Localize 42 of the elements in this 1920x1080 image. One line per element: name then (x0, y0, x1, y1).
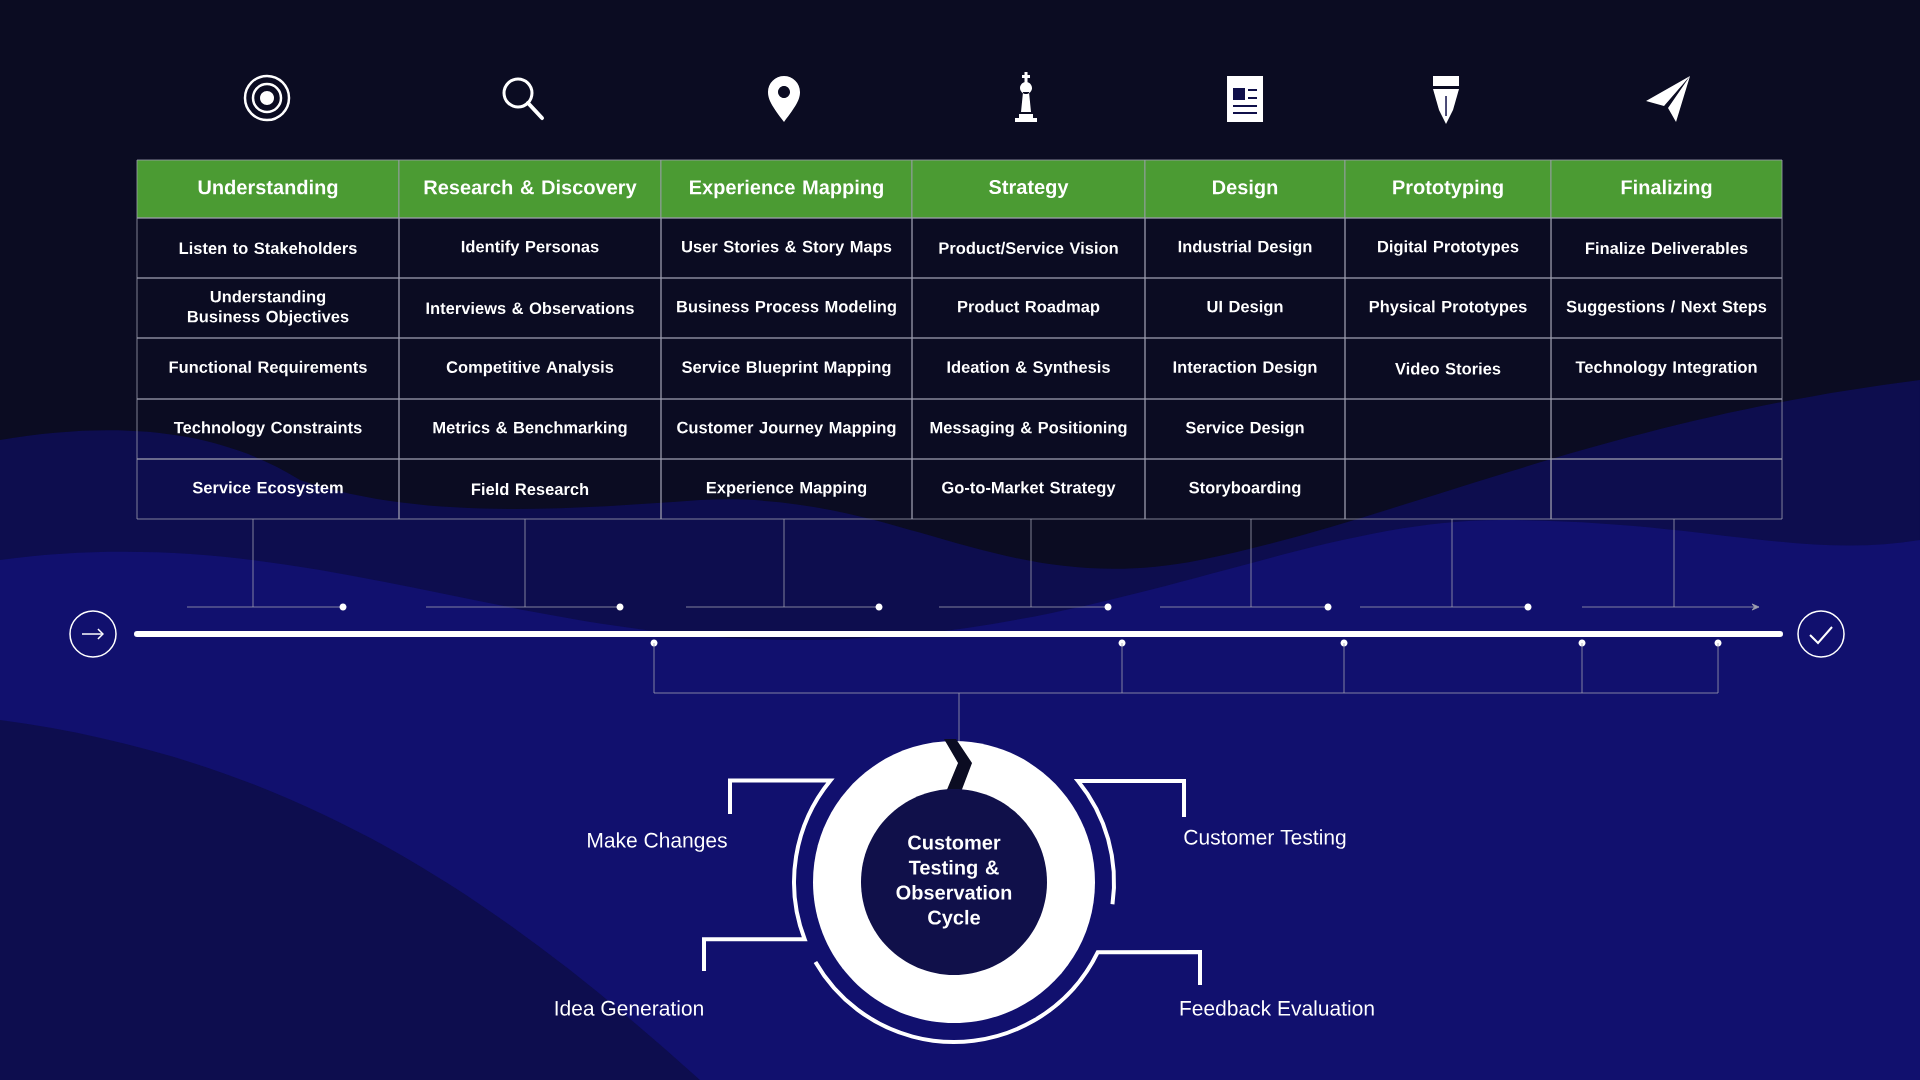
table-cell: Digital Prototypes (1344, 217, 1552, 279)
table-cell: Service Ecosystem (136, 458, 400, 520)
table-cell: Identify Personas (398, 217, 662, 279)
table-cell: Finalize Deliverables (1550, 217, 1783, 279)
table-cell: Messaging & Positioning (911, 398, 1146, 460)
table-cell: Business Process Modeling (660, 277, 913, 339)
table-cell: Service Blueprint Mapping (660, 337, 913, 400)
header-cell: Design (1144, 159, 1346, 219)
table-cell: Listen to Stakeholders (136, 217, 400, 279)
table-cell: Ideation & Synthesis (911, 337, 1146, 400)
table-cell: Interviews & Observations (398, 277, 662, 339)
table-cell: Experience Mapping (660, 458, 913, 520)
table-cell: Product Roadmap (911, 277, 1146, 339)
header-cell: Research & Discovery (398, 159, 662, 219)
table-cell: Understanding Business Objectives (136, 277, 400, 339)
table-cell: Suggestions / Next Steps (1550, 277, 1783, 339)
table-cell: Technology Constraints (136, 398, 400, 460)
table-cell: Product/Service Vision (911, 217, 1146, 279)
table-cell: Technology Integration (1550, 337, 1783, 400)
table-cell: Physical Prototypes (1344, 277, 1552, 339)
table-cell: Storyboarding (1144, 458, 1346, 520)
table-cell: Field Research (398, 458, 662, 520)
header-cell: Prototyping (1344, 159, 1552, 219)
header-cell: Understanding (136, 159, 400, 219)
table-cell: Interaction Design (1144, 337, 1346, 400)
cycle-step-label: Feedback Evaluation (1180, 1000, 1374, 1016)
table-cell: Go-to-Market Strategy (911, 458, 1146, 520)
table-cell: Competitive Analysis (398, 337, 662, 400)
table-cell: User Stories & Story Maps (660, 217, 913, 279)
header-cell: Strategy (911, 159, 1146, 219)
table-cell: Industrial Design (1144, 217, 1346, 279)
table-cell: Video Stories (1344, 337, 1552, 400)
cycle-step-label: Make Changes (588, 832, 727, 852)
table-cell: UI Design (1144, 277, 1346, 339)
header-cell: Experience Mapping (660, 159, 913, 219)
table-cell: Customer Journey Mapping (660, 398, 913, 460)
table-cell: Service Design (1144, 398, 1346, 460)
table-cell: Metrics & Benchmarking (398, 398, 662, 460)
header-cell: Finalizing (1550, 159, 1783, 219)
cycle-step-label: Customer Testing (1184, 829, 1346, 849)
cycle-step-label: Idea Generation (555, 1000, 703, 1016)
table-cell: Functional Requirements (136, 337, 400, 400)
